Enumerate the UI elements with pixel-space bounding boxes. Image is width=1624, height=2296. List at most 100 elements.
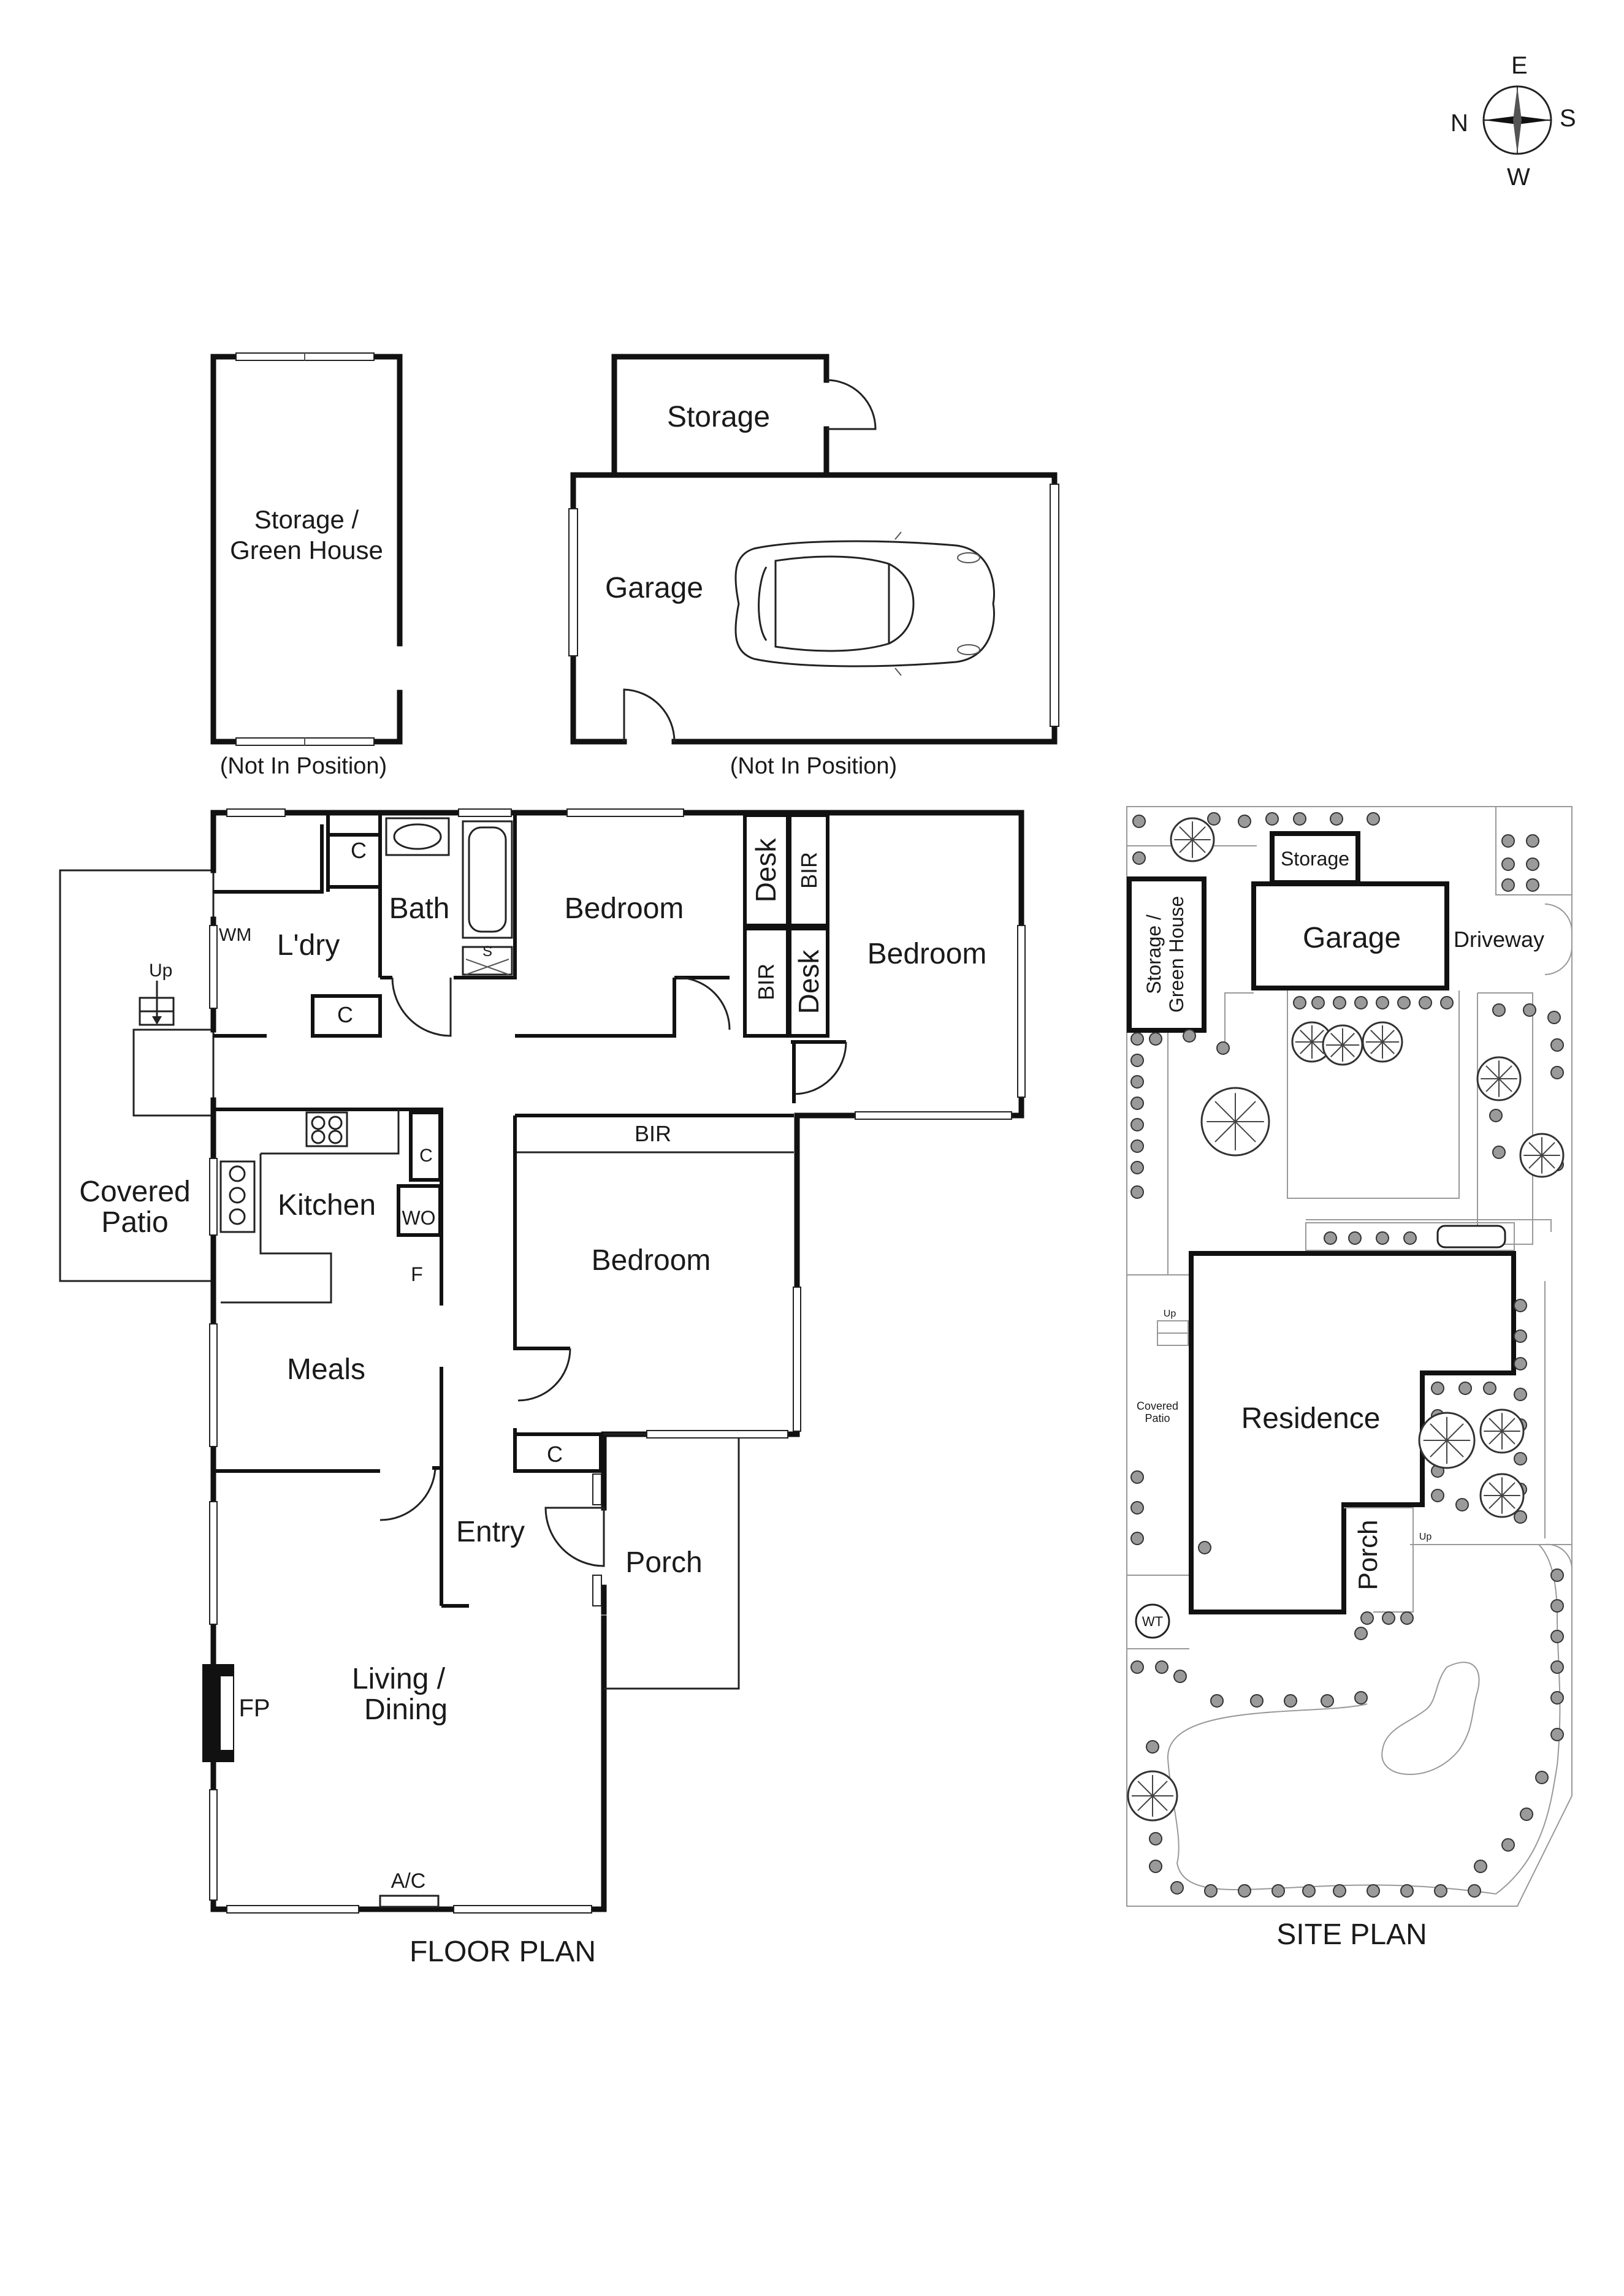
bedroom-1-label: Bedroom [565, 892, 684, 925]
shrub-icon [1130, 1118, 1144, 1131]
shrub-icon [1468, 1884, 1481, 1898]
shrub-icon [1520, 1808, 1533, 1821]
shrub-icon [1198, 1541, 1211, 1554]
shrub-icon [1400, 1884, 1414, 1898]
tree-icon [1362, 1021, 1403, 1063]
desk-label-1: Desk [750, 838, 782, 903]
shrub-icon [1376, 1231, 1389, 1245]
shrub-icon [1293, 812, 1306, 826]
shrub-icon [1440, 996, 1454, 1009]
shrub-icon [1311, 996, 1325, 1009]
site-up-label-2: Up [1419, 1532, 1432, 1542]
shrub-icon [1550, 1038, 1564, 1052]
shrub-icon [1130, 1097, 1144, 1110]
shrub-icon [1284, 1694, 1297, 1708]
site-plan-labels: Storage Garage Driveway Storage / Green … [1137, 848, 1544, 1951]
site-residence-label: Residence [1241, 1402, 1381, 1435]
tree-icon [1418, 1412, 1476, 1469]
shrub-icon [1526, 834, 1539, 848]
shrub-icon [1382, 1611, 1395, 1625]
site-plan-title: SITE PLAN [1276, 1918, 1427, 1951]
shrub-icon [1130, 1660, 1144, 1674]
shrub-icon [1354, 1691, 1368, 1705]
tree-icon [1200, 1087, 1270, 1157]
shrub-icon [1514, 1329, 1527, 1343]
shrub-icon [1367, 1884, 1380, 1898]
shrub-icon [1455, 1498, 1469, 1511]
shrub-icon [1130, 1032, 1144, 1046]
car-illustration [734, 531, 995, 676]
shrub-icon [1523, 1003, 1536, 1017]
shrub-icon [1501, 1838, 1515, 1852]
shrub-icon [1354, 1627, 1368, 1640]
bedroom-2-label: Bedroom [867, 938, 987, 970]
shrub-icon [1132, 851, 1146, 865]
shrub-icon [1434, 1884, 1447, 1898]
site-garage-label: Garage [1303, 922, 1401, 954]
shrub-icon [1146, 1740, 1159, 1754]
shrub-icon [1250, 1694, 1264, 1708]
bir-label-3: BIR [635, 1121, 671, 1146]
shrub-icon [1265, 812, 1279, 826]
site-covered-patio-label-2: Patio [1145, 1412, 1170, 1424]
shrub-icon [1130, 1501, 1144, 1515]
shrub-icon [1354, 996, 1368, 1009]
shrub-icon [1492, 1003, 1506, 1017]
shrub-icon [1514, 1510, 1527, 1524]
up-label: Up [149, 960, 172, 981]
garage-note: (Not In Position) [730, 753, 897, 779]
shrub-icon [1271, 1884, 1285, 1898]
shrub-icon [1321, 1694, 1334, 1708]
shrub-icon [1367, 812, 1380, 826]
shrub-icon [1130, 1075, 1144, 1089]
shrub-icon [1514, 1388, 1527, 1401]
site-covered-patio-label-1: Covered [1137, 1400, 1178, 1412]
shrub-icon [1330, 812, 1343, 826]
tree-icon [1127, 1770, 1178, 1822]
tree-icon [1519, 1133, 1565, 1178]
shrub-icon [1238, 815, 1251, 828]
shrub-icon [1526, 857, 1539, 871]
shrub-icon [1216, 1041, 1230, 1055]
site-storage-label: Storage [1281, 848, 1349, 870]
shrub-icon [1149, 1860, 1162, 1873]
compass-w-label: W [1507, 164, 1530, 191]
porch-label: Porch [625, 1546, 702, 1579]
covered-patio-label-1: Covered [79, 1176, 190, 1208]
shrub-icon [1550, 1599, 1564, 1613]
compass-rose: E N S W [1451, 52, 1576, 191]
living-dining-label-2: Dining [364, 1693, 448, 1726]
cupboard-label-4: C [547, 1442, 563, 1467]
floor-plan: S [59, 808, 1026, 1914]
shrub-icon [1130, 1161, 1144, 1174]
site-storage-green-house-label-2: Green House [1165, 896, 1188, 1013]
shrub-icon [1333, 996, 1346, 1009]
shrub-icon [1155, 1660, 1168, 1674]
outbuilding-storage-green-house: Storage / Green House (Not In Position) [210, 352, 403, 779]
storage-green-house-label-2: Green House [230, 536, 383, 564]
shrub-icon [1293, 996, 1306, 1009]
shrub-icon [1458, 1382, 1472, 1395]
kitchen-label: Kitchen [278, 1189, 376, 1222]
shrub-icon [1547, 1011, 1561, 1024]
site-porch-label: Porch [1353, 1520, 1383, 1591]
shrub-icon [1501, 834, 1515, 848]
cupboard-label-3: C [419, 1146, 433, 1166]
ac-label: A/C [391, 1869, 426, 1893]
meals-label: Meals [287, 1353, 365, 1386]
compass-n-label: N [1451, 110, 1468, 137]
covered-patio-label-2: Patio [101, 1206, 168, 1239]
shrub-icon [1514, 1452, 1527, 1465]
shrub-icon [1514, 1299, 1527, 1312]
shrub-icon [1550, 1066, 1564, 1079]
laundry-label: L'dry [277, 929, 340, 962]
shrub-icon [1130, 1470, 1144, 1484]
shrub-icon [1130, 1139, 1144, 1153]
entry-label: Entry [456, 1516, 525, 1548]
shrub-icon [1360, 1611, 1374, 1625]
shrub-icon [1526, 878, 1539, 892]
outbuilding-garage: Storage Garage (Not In Position) [568, 354, 1059, 779]
cupboard-label-1: C [351, 838, 367, 863]
shrub-icon [1183, 1029, 1196, 1043]
